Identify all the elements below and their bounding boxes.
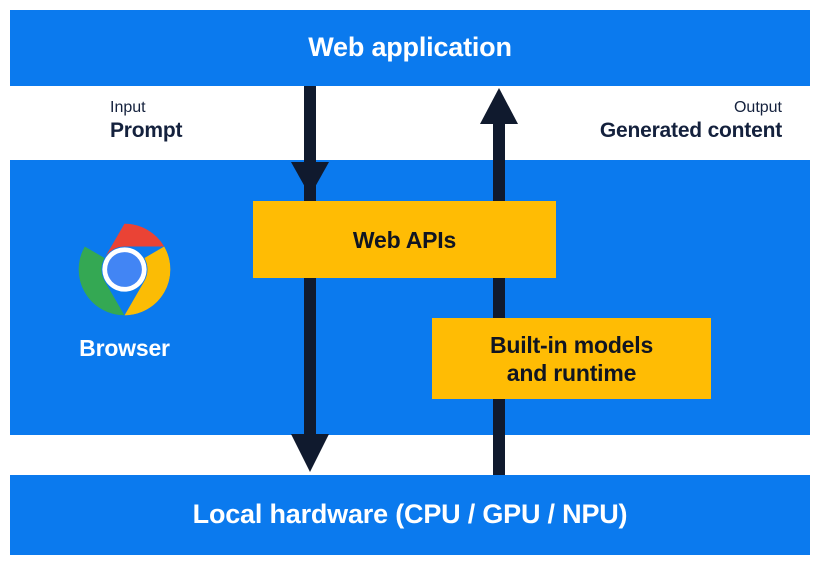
web-application-band: Web application (10, 10, 810, 86)
output-kind-label: Output (733, 99, 782, 116)
input-kind-label: Input (110, 99, 146, 116)
output-label-group: Output Generated content (600, 98, 782, 144)
web-apis-box: Web APIs (253, 201, 556, 278)
chrome-logo-icon (78, 223, 171, 316)
input-arrow (291, 86, 329, 472)
browser-group: Browser (52, 222, 197, 362)
input-value-label: Prompt (110, 119, 183, 142)
input-label-group: Input Prompt (110, 98, 183, 144)
output-value-label: Generated content (599, 119, 782, 142)
web-application-title: Web application (308, 32, 512, 63)
browser-label: Browser (79, 335, 170, 361)
builtin-models-label: Built-in models and runtime (489, 331, 654, 386)
builtin-models-box: Built-in models and runtime (432, 318, 711, 399)
local-hardware-title: Local hardware (CPU / GPU / NPU) (192, 499, 628, 530)
web-apis-label: Web APIs (352, 226, 457, 253)
output-arrow (480, 88, 518, 475)
local-hardware-band: Local hardware (CPU / GPU / NPU) (10, 475, 810, 555)
